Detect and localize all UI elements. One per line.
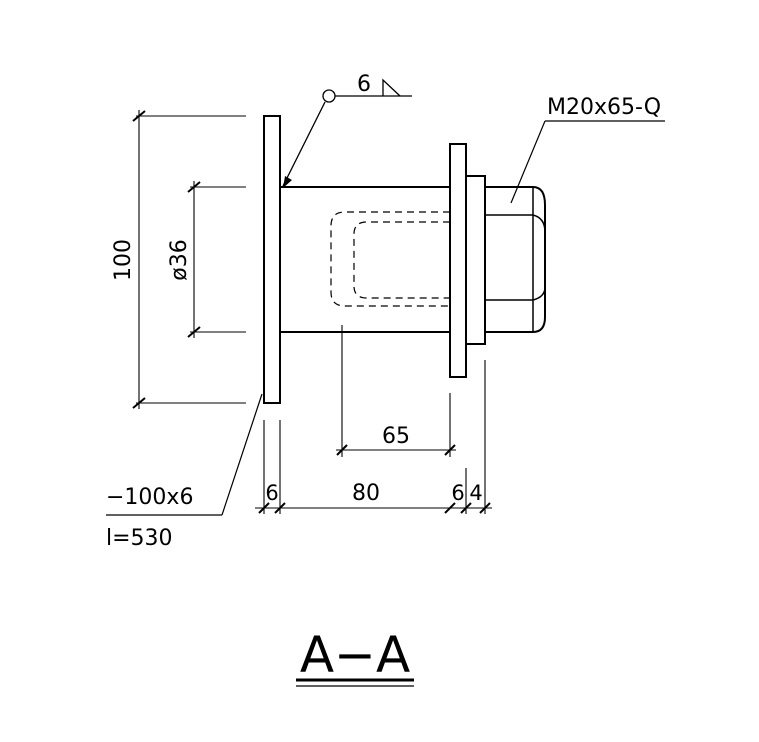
dim-pipe-diameter-lines [187, 181, 246, 338]
plate-thk-right-dim-label: 6 [451, 481, 464, 505]
dim-bolt-length-lines [336, 325, 456, 457]
hidden-bolt [330, 211, 450, 307]
pipe-diameter-dim-label: ø36 [167, 239, 192, 280]
bolt-spec-label: M20x65-Q [547, 95, 661, 120]
plate-length-label: l=530 [106, 526, 173, 551]
section-title: A−A [300, 626, 410, 684]
dim-plate-height-lines [132, 110, 246, 409]
fillet-weld-symbol [382, 78, 401, 97]
weld-leader-line [282, 101, 326, 187]
nut-chamfer [485, 214, 546, 301]
weld-size-label: 6 [357, 72, 371, 97]
dim-chain-lines [255, 360, 492, 514]
weld-symbol-circle [322, 89, 336, 103]
bolt-length-dim-label: 65 [382, 424, 410, 449]
washer [465, 175, 486, 345]
nut-thk-dim-label: 4 [469, 481, 482, 505]
base-plate [263, 115, 281, 404]
plate-spec-label: −100x6 [106, 485, 193, 510]
weld-arrowhead [283, 176, 292, 188]
pipe-length-dim-label: 80 [352, 481, 380, 506]
bolt-leader-line [510, 120, 546, 204]
end-plate [449, 143, 467, 378]
nut [484, 186, 546, 333]
plate-leader-line [221, 393, 263, 516]
plate-height-dim-label: 100 [111, 239, 136, 281]
plate-thk-left-dim-label: 6 [265, 481, 278, 505]
